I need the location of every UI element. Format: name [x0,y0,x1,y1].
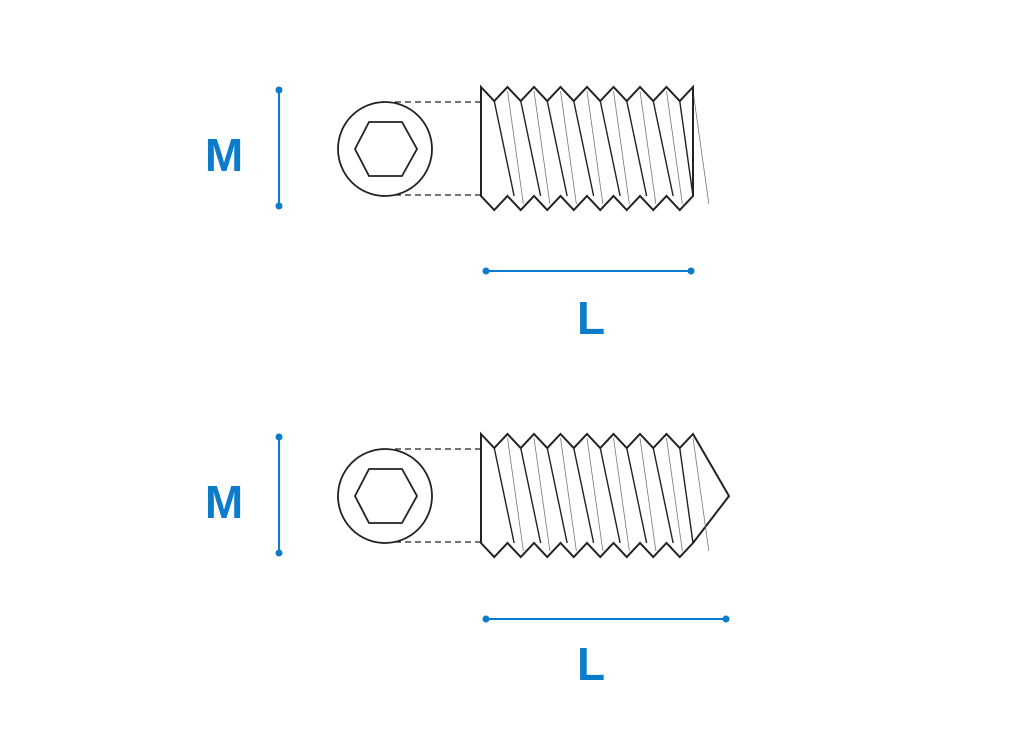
thread-line [573,447,595,544]
thread-line [586,437,604,552]
thread-line [666,437,683,552]
length-label: L [577,292,605,344]
thread-line [639,90,657,205]
thread-line [520,100,542,197]
hex-socket-icon [353,468,419,524]
thread-line [652,100,674,197]
thread-line [573,100,595,197]
thread-line [626,100,648,197]
thread-line [692,90,710,205]
thread-line [533,90,551,205]
dimension-endpoint [482,267,490,275]
thread-line [652,447,674,544]
dimension-endpoint [275,549,283,557]
threaded-body-outline [480,431,731,559]
dimension-endpoint [275,202,283,210]
dimension-endpoint [275,86,283,94]
dimension-endpoint [275,433,283,441]
view-cone-point: M L [205,431,731,690]
thread-line [679,100,694,197]
thread-line [626,447,648,544]
screw-end-circle [337,101,433,197]
thread-line [666,90,683,205]
thread-line [546,447,568,544]
thread-line [493,447,515,544]
thread-line [679,447,694,544]
screw-end-circle [337,448,433,544]
thread-line [533,437,551,552]
thread-line [520,447,542,544]
view-flat-point: M L [205,84,710,344]
thread-line [613,437,630,552]
thread-line [599,100,621,197]
thread-line [560,437,577,552]
thread-line [507,437,524,552]
dimension-endpoint [722,615,730,623]
thread-line [586,90,604,205]
dimension-endpoint [482,615,490,623]
thread-line [507,90,524,205]
diameter-label: M [205,129,243,181]
thread-line [546,100,568,197]
thread-line [599,447,621,544]
thread-line [639,437,657,552]
diameter-label: M [205,476,243,528]
thread-line [613,90,630,205]
thread-line [493,100,515,197]
thread-line [692,437,710,552]
length-label: L [577,638,605,690]
dimension-endpoint [687,267,695,275]
hex-socket-icon [353,121,419,177]
thread-line [560,90,577,205]
